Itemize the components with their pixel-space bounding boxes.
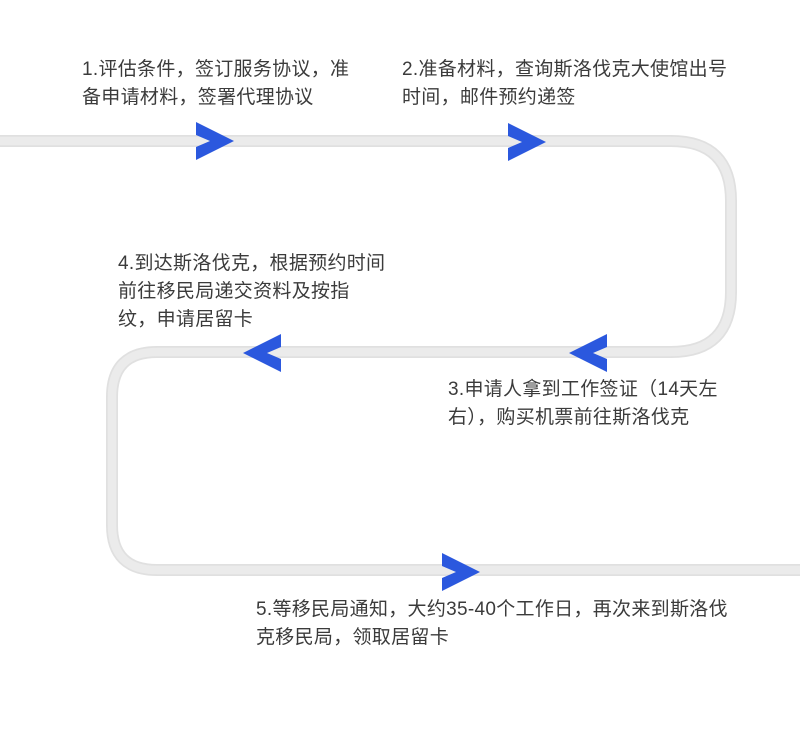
step-4-label: 4.到达斯洛伐克，根据预约时间 前往移民局递交资料及按指 纹，申请居留卡 <box>118 250 385 334</box>
step-5-label: 5.等移民局通知，大约35-40个工作日，再次来到斯洛伐 克移民局，领取居留卡 <box>256 596 728 652</box>
step-2-line-1: 2.准备材料，查询斯洛伐克大使馆出号 <box>402 59 728 80</box>
step-1-line-2: 备申请材料，签署代理协议 <box>82 87 314 108</box>
chevron-right-icon <box>441 552 481 592</box>
step-4-line-1: 4.到达斯洛伐克，根据预约时间 <box>118 253 386 274</box>
step-2-label: 2.准备材料，查询斯洛伐克大使馆出号 时间，邮件预约递签 <box>402 56 727 112</box>
chevron-left-icon <box>568 333 608 373</box>
flow-path-fill <box>0 136 800 575</box>
chevron-left-icon <box>242 333 282 373</box>
chevron-right-icon <box>195 121 235 161</box>
step-2-line-2: 时间，邮件预约递签 <box>402 87 576 108</box>
step-1-line-1: 1.评估条件，签订服务协议，准 <box>82 59 350 80</box>
step-3-line-2: 右），购买机票前往斯洛伐克 <box>448 407 690 428</box>
step-4-line-2: 前往移民局递交资料及按指 <box>118 281 350 302</box>
step-3-label: 3.申请人拿到工作签证（14天左 右），购买机票前往斯洛伐克 <box>448 376 718 432</box>
step-5-line-2: 克移民局，领取居留卡 <box>256 627 450 648</box>
step-1-label: 1.评估条件，签订服务协议，准 备申请材料，签署代理协议 <box>82 56 349 112</box>
chevron-right-icon <box>507 122 547 162</box>
step-5-line-1: 5.等移民局通知，大约35-40个工作日，再次来到斯洛伐 <box>256 599 728 620</box>
step-3-line-1: 3.申请人拿到工作签证（14天左 <box>448 379 718 400</box>
step-4-line-3: 纹，申请居留卡 <box>118 309 254 330</box>
